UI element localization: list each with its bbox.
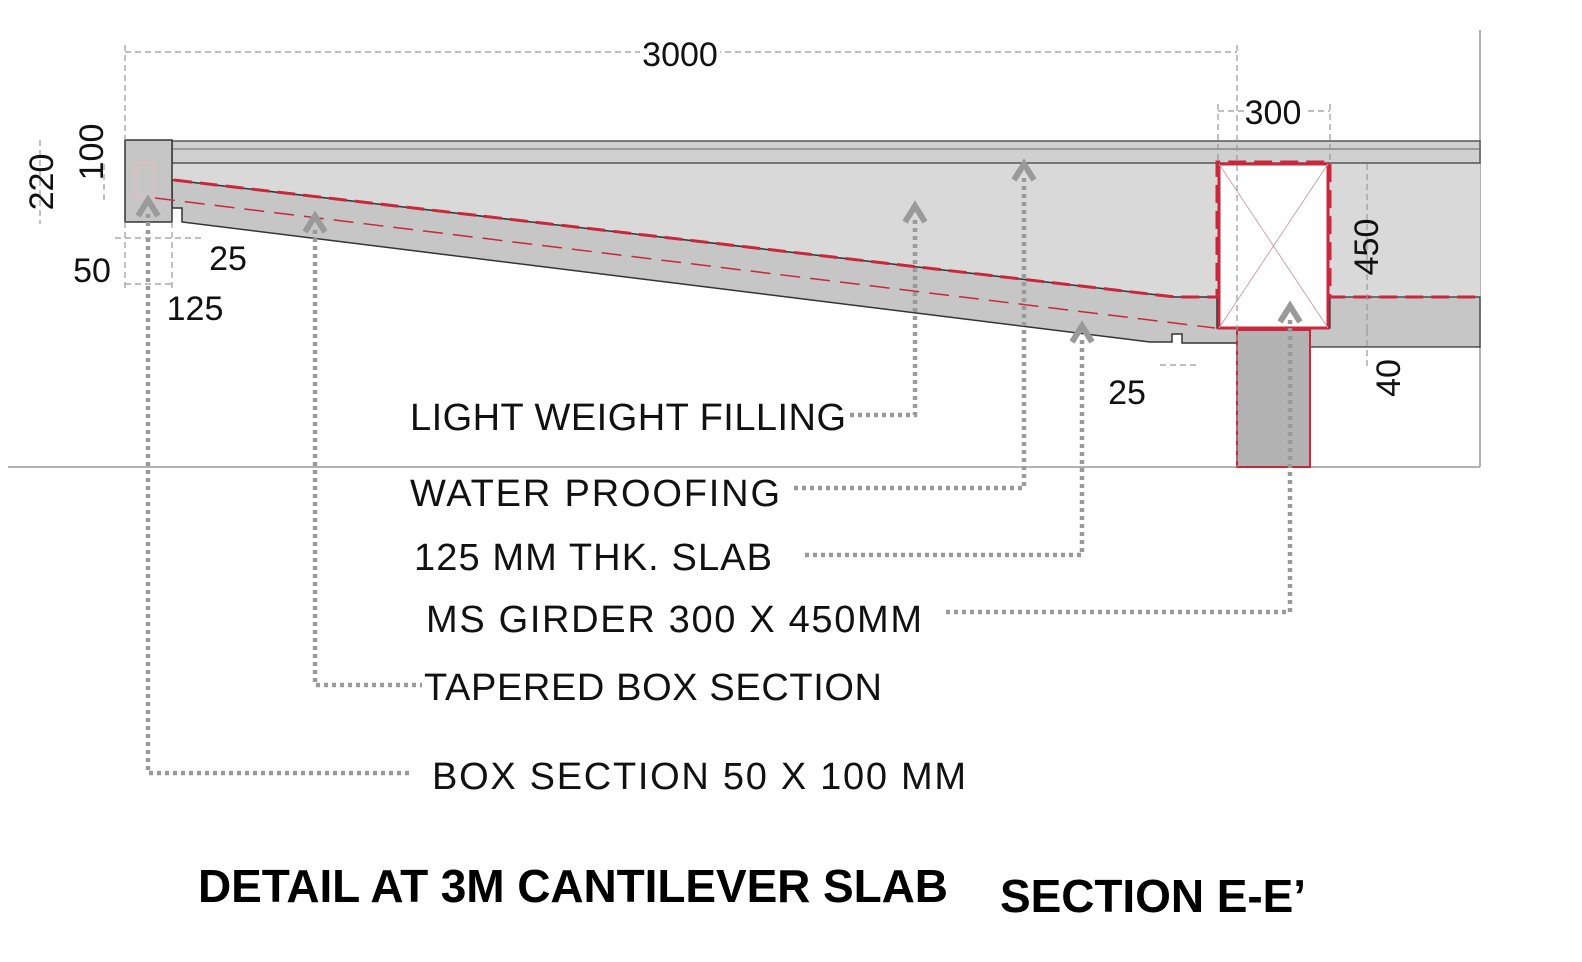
label-tapered-box: TAPERED BOX SECTION (424, 667, 882, 709)
dim-3000: 3000 (642, 36, 718, 74)
dim-300: 300 (1245, 94, 1302, 132)
waterproofing-line (173, 160, 1480, 299)
dim-50: 50 (73, 252, 111, 290)
dim-25-right: 25 (1108, 374, 1146, 412)
dim-40: 40 (1370, 359, 1408, 397)
dim-mask (640, 30, 720, 74)
leader-waterproofing (792, 158, 1037, 491)
tapered-slab (171, 179, 1238, 344)
top-screed (171, 140, 1481, 164)
leader-slab (802, 320, 1095, 558)
dim-25-left: 25 (209, 240, 247, 278)
section-title: SECTION E-E’ (1000, 870, 1306, 922)
label-slab: 125 MM THK. SLAB (414, 537, 772, 579)
edge-block (124, 139, 173, 223)
dim-100: 100 (73, 124, 111, 181)
slab-right (1309, 296, 1481, 348)
light-weight-filling (172, 163, 1480, 297)
label-box-section: BOX SECTION 50 X 100 MM (432, 756, 966, 798)
tapered-box-centerline (154, 197, 1216, 329)
label-light-weight-filling: LIGHT WEIGHT FILLING (410, 397, 846, 439)
column (1236, 329, 1311, 468)
dim-220: 220 (23, 154, 61, 211)
dim-450: 450 (1348, 219, 1386, 276)
label-ms-girder: MS GIRDER 300 X 450MM (426, 599, 922, 641)
leader-girder (945, 300, 1303, 615)
leader-box (135, 194, 410, 776)
dim-125: 125 (167, 290, 224, 328)
dim-mask (1244, 92, 1304, 130)
box-section (135, 162, 155, 199)
label-water-proofing: WATER PROOFING (410, 473, 780, 515)
drawing-title: DETAIL AT 3M CANTILEVER SLAB (198, 860, 948, 912)
leader-tapered (302, 210, 422, 688)
leader-filling (850, 200, 928, 418)
